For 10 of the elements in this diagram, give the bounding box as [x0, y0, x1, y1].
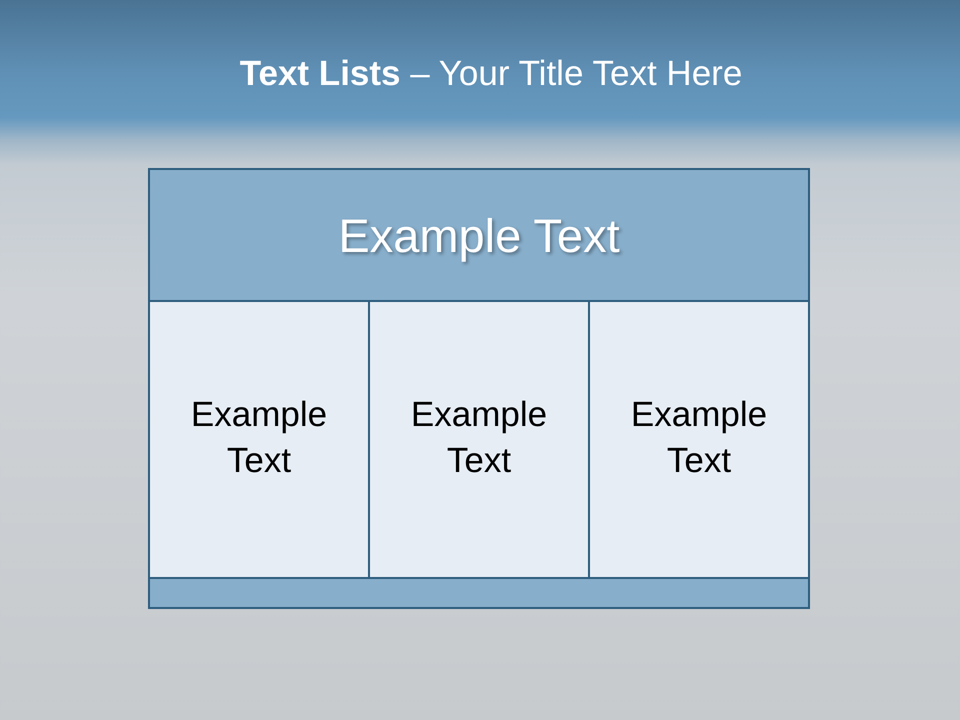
text-panel	[368, 300, 590, 579]
panel-heading: Example Text	[338, 208, 620, 262]
panel-text: Example Text	[630, 394, 768, 482]
text-panel	[588, 300, 810, 579]
slide-title: Text Lists – Your Title Text Here	[240, 53, 742, 95]
footer-bar	[148, 577, 810, 609]
panel-text: Example Text	[410, 394, 548, 482]
text-panel	[148, 300, 370, 579]
header-panel	[148, 168, 810, 302]
panel-text: Example Text	[190, 394, 328, 482]
